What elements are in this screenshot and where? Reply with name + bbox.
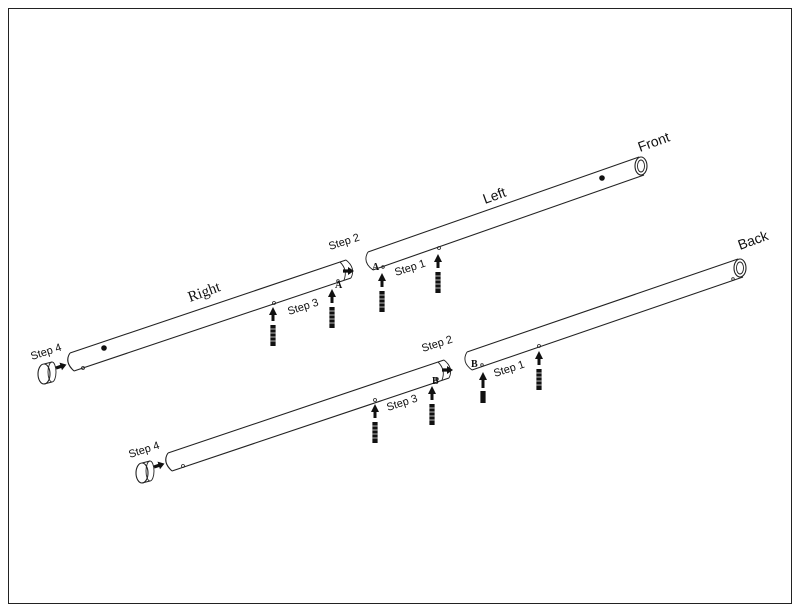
joint-label-a: A [335,280,343,291]
label-step-4: Step 4 [29,342,63,363]
page-frame [8,8,792,604]
label-right: Right [186,279,224,306]
hole-dot [599,175,605,181]
label-back: Back [736,227,772,253]
joint-label-a: A [372,262,380,273]
lower-long-tube [165,359,452,472]
label-step-3: Step 3 [385,393,419,414]
end-cap [135,460,155,484]
end-cap [37,361,57,385]
pin-icon [433,253,443,294]
pin-icon [268,306,278,347]
hole-dot [101,345,107,351]
upper-left-tube [365,156,648,271]
pin-icon [480,391,486,403]
pin-icon [427,385,437,426]
pin-icon [327,288,337,329]
joint-label-b: B [432,376,439,387]
label-step-4: Step 4 [127,440,161,461]
arrow-right-icon [152,459,166,471]
label-front: Front [636,129,672,155]
lower-short-tube [464,258,747,371]
upper-right-tube [67,259,354,372]
label-step-2: Step 2 [327,232,361,253]
label-left: Left [481,184,509,207]
joint-label-b: B [471,359,478,370]
pin-icon [377,272,387,313]
lower-assembly: B B Back Step 2 Step 1 Step 3 Step 4 [127,227,772,484]
label-step-2: Step 2 [420,334,454,355]
arrow-up-icon [479,372,487,388]
pin-icon [534,350,544,391]
label-step-3: Step 3 [286,297,320,318]
upper-assembly: A A Front Left Right Step 2 Step 1 Step … [29,129,672,385]
pin-icon [370,403,380,444]
arrow-right-icon [54,360,68,372]
